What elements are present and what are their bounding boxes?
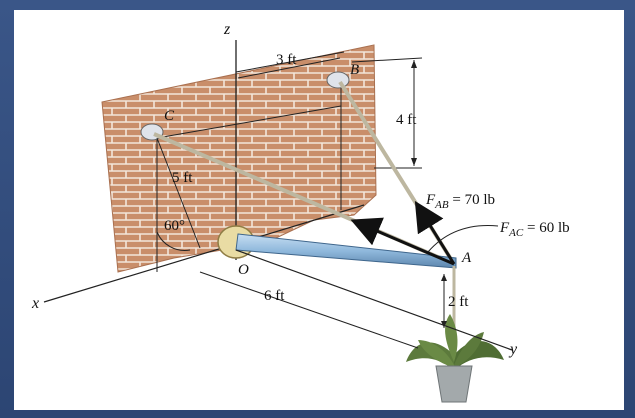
c-to-o-guide: [156, 137, 201, 249]
dim-4ft-top-ext: [351, 57, 423, 63]
wall-top-guide: [235, 51, 345, 73]
label-force-fab: FAB = 70 lb: [425, 192, 495, 211]
label-dim-5ft: 5 ft: [172, 170, 193, 186]
label-dim-2ft: 2 ft: [448, 294, 469, 310]
label-point-c: C: [164, 108, 175, 124]
arrow-fab: [414, 200, 456, 265]
brick-wall: [101, 44, 377, 273]
dim-3ft-line: [237, 57, 341, 79]
anchor-b: [326, 71, 350, 89]
label-angle-60: 60°: [164, 218, 185, 234]
c-to-b-guide: [156, 105, 342, 139]
label-dim-3ft: 3 ft: [276, 52, 297, 68]
label-force-fac: FAC = 60 lb: [499, 220, 570, 239]
fac-leader: [427, 225, 499, 253]
figure-panel: z x y C B O A 3 ft 4 ft 5 ft 60° 6 ft 2 …: [14, 10, 624, 410]
label-z-axis: z: [223, 21, 231, 38]
angle-arc: [156, 231, 191, 251]
arrow-fac: [350, 217, 455, 266]
dim-6ft-line: [199, 271, 419, 349]
label-point-b: B: [350, 62, 359, 78]
wall-base-line: [43, 204, 365, 303]
y-axis-line: [235, 249, 513, 351]
statics-diagram: z x y C B O A 3 ft 4 ft 5 ft 60° 6 ft 2 …: [31, 21, 570, 403]
plant: [406, 314, 504, 403]
label-point-a: A: [461, 250, 472, 266]
label-point-o: O: [238, 262, 249, 278]
label-x-axis: x: [31, 295, 39, 312]
label-dim-6ft: 6 ft: [264, 288, 285, 304]
boom-oa: [235, 233, 457, 269]
label-y-axis: y: [508, 341, 518, 358]
label-dim-4ft: 4 ft: [396, 112, 417, 128]
